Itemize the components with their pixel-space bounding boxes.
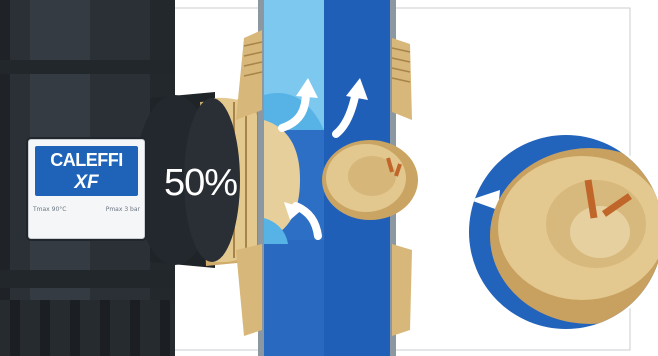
brand-specs: Tmax 90°C Pmax 3 bar	[33, 206, 140, 213]
magnifier-circle-icon	[468, 134, 658, 334]
brand-label-header: CALEFFI XF	[35, 146, 138, 196]
brand-name: CALEFFI	[35, 150, 138, 171]
spec-pressure: Pmax 3 bar	[106, 206, 140, 213]
percentage-text: 50%	[164, 162, 237, 205]
spec-temperature: Tmax 90°C	[33, 206, 66, 213]
brand-label: CALEFFI XF Tmax 90°C Pmax 3 bar	[28, 139, 145, 239]
valve-float	[322, 140, 418, 220]
brand-model: XF	[35, 172, 138, 194]
